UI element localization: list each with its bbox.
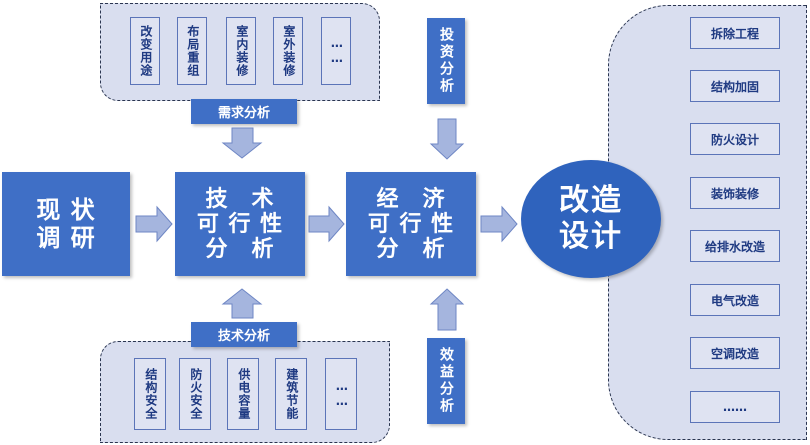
design-item: 拆除工程 — [690, 17, 780, 49]
technical-item-more: …… — [325, 358, 357, 430]
technical-analysis-label: 技术分析 — [191, 322, 297, 347]
arrow-technical-to-economic — [308, 205, 345, 243]
renovation-design-line: 改造 — [559, 183, 623, 218]
current-survey-box: 现 状 调 研 — [2, 172, 130, 276]
requirement-item-more: …… — [321, 17, 351, 85]
requirement-item: 布局重组 — [177, 17, 207, 85]
arrow-requirements-down — [221, 127, 263, 159]
technical-feasibility-line: 可 行 性 — [196, 211, 284, 237]
arrow-current-to-technical — [135, 205, 173, 243]
technical-item: 供电容量 — [227, 358, 259, 430]
economic-feasibility-line: 分 析 — [376, 236, 446, 262]
arrow-investment-down — [429, 118, 465, 160]
design-item: 给排水改造 — [690, 230, 780, 262]
current-survey-line: 调 研 — [36, 224, 96, 252]
renovation-design-ellipse: 改造 设计 — [521, 160, 661, 278]
design-item: 防火设计 — [690, 123, 780, 155]
requirement-item: 改变用途 — [130, 17, 160, 85]
design-item: 结构加固 — [690, 70, 780, 102]
economic-feasibility-line: 可 行 性 — [367, 211, 455, 237]
requirement-item: 室外装修 — [273, 17, 303, 85]
technical-feasibility-line: 分 析 — [205, 236, 275, 262]
design-item: 空调改造 — [690, 337, 780, 369]
current-survey-line: 现 状 — [36, 196, 96, 224]
technical-feasibility-box: 技 术 可 行 性 分 析 — [175, 172, 305, 276]
technical-item: 防火安全 — [179, 358, 211, 430]
design-item: 电气改造 — [690, 284, 780, 316]
requirements-analysis-label: 需求分析 — [191, 99, 297, 124]
arrow-economic-to-design — [480, 205, 518, 243]
design-item: 装饰装修 — [690, 177, 780, 209]
technical-item: 建筑节能 — [275, 358, 307, 430]
arrow-technical-up — [221, 288, 263, 319]
renovation-design-line: 设计 — [559, 219, 623, 254]
investment-analysis-label: 投资分析 — [427, 18, 465, 104]
requirement-item: 室内装修 — [226, 17, 256, 85]
technical-feasibility-line: 技 术 — [205, 186, 275, 212]
technical-item: 结构安全 — [134, 358, 166, 430]
design-item-more: …… — [690, 391, 780, 423]
arrow-benefit-up — [429, 288, 465, 331]
economic-feasibility-box: 经 济 可 行 性 分 析 — [346, 172, 476, 276]
economic-feasibility-line: 经 济 — [376, 186, 446, 212]
benefit-analysis-label: 效益分析 — [427, 338, 465, 424]
